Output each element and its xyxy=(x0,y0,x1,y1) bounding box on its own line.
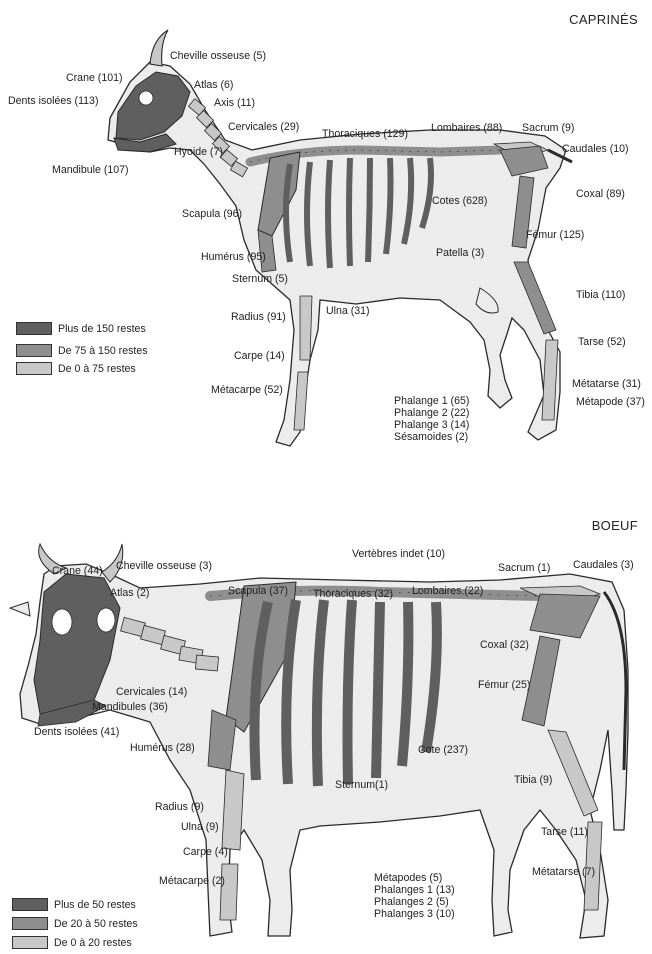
label-axis: Axis (11) xyxy=(214,97,255,109)
legend-swatch-mid xyxy=(12,917,48,930)
label-tibia: Tibia (110) xyxy=(576,289,625,301)
label-crane: Crane (101) xyxy=(66,72,123,84)
label-lombaires: Lombaires (88) xyxy=(431,122,502,134)
legend-text-low: De 0 à 75 restes xyxy=(58,363,136,375)
label-sacrum: Sacrum (1) xyxy=(498,562,550,574)
label-metapodes-group: Métapodes (5) Phalanges 1 (13) Phalanges… xyxy=(374,872,455,920)
caprines-title: CAPRINÉS xyxy=(569,12,638,27)
label-metacarpe: Métacarpe (2) xyxy=(159,875,225,887)
legend-row-mid: De 20 à 50 restes xyxy=(12,917,138,930)
legend-text-mid: De 75 à 150 restes xyxy=(58,345,148,357)
label-sternum: Sternum(1) xyxy=(335,779,388,791)
cow-metacarpe xyxy=(220,864,238,920)
label-ulna: Ulna (31) xyxy=(326,305,370,317)
label-ulna: Ulna (9) xyxy=(181,821,219,833)
label-phalanges-2: Phalanges 2 (5) xyxy=(374,896,455,908)
label-tarse: Tarse (52) xyxy=(578,336,626,348)
legend-row-low: De 0 à 75 restes xyxy=(16,362,136,375)
legend-swatch-low xyxy=(12,936,48,949)
label-thoraciques: Thoraciques (32) xyxy=(313,588,393,600)
label-lombaires: Lombaires (22) xyxy=(412,585,483,597)
label-femur: Fémur (25) xyxy=(478,679,530,691)
label-phalanges-group: Phalange 1 (65) Phalange 2 (22) Phalange… xyxy=(394,395,469,443)
goat-horn xyxy=(150,30,168,66)
boeuf-panel: BOEUF Vertèbres indet (10) Crane (44) Ch… xyxy=(0,470,652,954)
legend-swatch-low xyxy=(16,362,52,375)
label-atlas: Atlas (6) xyxy=(194,79,233,91)
label-carpe: Carpe (14) xyxy=(234,350,285,362)
label-cervicales: Cervicales (29) xyxy=(228,121,299,133)
label-phalange-3: Phalange 3 (14) xyxy=(394,419,469,431)
label-vertebres-indet: Vertèbres indet (10) xyxy=(352,548,445,560)
cow-ear xyxy=(10,602,30,616)
legend-text-mid: De 20 à 50 restes xyxy=(54,918,138,930)
label-femur: Fémur (125) xyxy=(526,229,584,241)
cow-orbit-left xyxy=(52,609,72,635)
label-cote: Cote (237) xyxy=(418,744,468,756)
label-caudales: Caudales (3) xyxy=(573,559,634,571)
cow-orbit-right xyxy=(97,608,115,632)
label-phalanges-3: Phalanges 3 (10) xyxy=(374,908,455,920)
legend-text-high: Plus de 150 restes xyxy=(58,323,146,335)
label-humerus: Humérus (28) xyxy=(130,742,195,754)
label-metatarse: Métatarse (7) xyxy=(532,866,595,878)
label-dents: Dents isolées (113) xyxy=(8,95,98,107)
label-coxal: Coxal (89) xyxy=(576,188,625,200)
boeuf-title: BOEUF xyxy=(592,518,638,533)
label-sacrum: Sacrum (9) xyxy=(522,122,574,134)
goat-radius xyxy=(300,296,312,360)
label-scapula: Scapula (96) xyxy=(182,208,242,220)
label-metapodes: Métapodes (5) xyxy=(374,872,455,884)
legend-text-low: De 0 à 20 restes xyxy=(54,937,132,949)
legend-row-high: Plus de 150 restes xyxy=(16,322,146,335)
caprines-panel: CAPRINÉS Cheville osseuse (5) Crane (101… xyxy=(0,0,652,470)
legend-text-high: Plus de 50 restes xyxy=(54,899,136,911)
label-dents: Dents isolées (41) xyxy=(34,726,119,738)
legend-swatch-high xyxy=(12,898,48,911)
goat-orbit xyxy=(139,91,153,105)
label-radius: Radius (91) xyxy=(231,311,286,323)
label-mandibules: Mandibules (36) xyxy=(92,701,168,713)
legend-row-high: Plus de 50 restes xyxy=(12,898,136,911)
label-phalange-1: Phalange 1 (65) xyxy=(394,395,469,407)
label-humerus: Humérus (95) xyxy=(201,251,266,263)
label-tarse: Tarse (11) xyxy=(541,826,588,838)
label-tibia: Tibia (9) xyxy=(514,774,552,786)
label-thoraciques: Thoraciques (129) xyxy=(322,128,408,140)
label-cheville: Cheville osseuse (3) xyxy=(116,560,212,572)
legend-swatch-high xyxy=(16,322,52,335)
label-phalange-2: Phalange 2 (22) xyxy=(394,407,469,419)
label-crane: Crane (44) xyxy=(52,565,103,577)
cow-radius xyxy=(222,770,244,850)
label-metatarse: Métatarse (31) xyxy=(572,378,641,390)
label-cotes: Cotes (628) xyxy=(432,195,487,207)
label-carpe: Carpe (4) xyxy=(183,846,228,858)
legend-row-low: De 0 à 20 restes xyxy=(12,936,132,949)
label-scapula: Scapula (37) xyxy=(228,585,288,597)
label-mandibule: Mandibule (107) xyxy=(52,164,129,176)
label-patella: Patella (3) xyxy=(436,247,484,259)
label-caudales: Caudales (10) xyxy=(562,143,629,155)
label-metapode: Métapode (37) xyxy=(576,396,645,408)
label-atlas: Atlas (2) xyxy=(110,587,149,599)
label-sesamoides: Sésamoides (2) xyxy=(394,431,469,443)
label-cervicales: Cervicales (14) xyxy=(116,686,187,698)
label-hyoide: Hyoide (7) xyxy=(174,146,223,158)
legend-row-mid: De 75 à 150 restes xyxy=(16,344,148,357)
label-phalanges-1: Phalanges 1 (13) xyxy=(374,884,455,896)
label-cheville: Cheville osseuse (5) xyxy=(170,50,266,62)
label-radius: Radius (9) xyxy=(155,801,204,813)
legend-swatch-mid xyxy=(16,344,52,357)
label-coxal: Coxal (32) xyxy=(480,639,529,651)
label-sternum: Sternum (5) xyxy=(232,273,288,285)
label-metacarpe: Métacarpe (52) xyxy=(211,384,283,396)
